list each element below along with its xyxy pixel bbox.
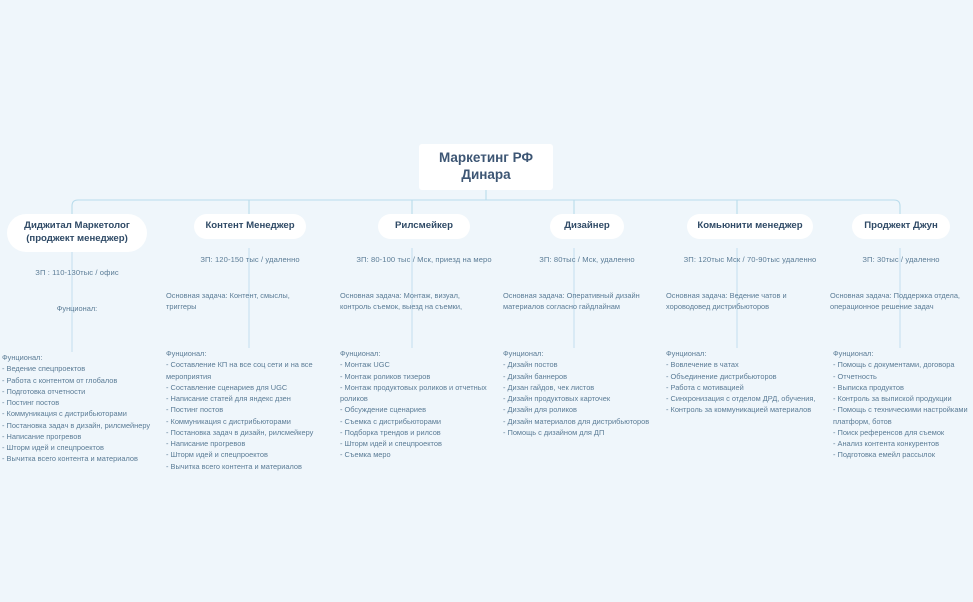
functional-item: - Дизайн постов [503,360,558,370]
functional-list: Фунционал: - Составление КП на все соц с… [166,348,324,472]
node-pill[interactable]: Дизайнер [550,214,624,239]
functional-heading: Фунционал: [2,353,43,362]
functional-item: - Шторм идей и спецпроектов [166,450,268,460]
functional-item: - Анализ контента конкурентов [833,439,940,448]
functional-item: - Подборка трендов и рилсов [340,427,441,437]
functional-heading: Фунционал: [340,349,381,358]
main-task-text: Основная задача: Контент, смыслы, тригге… [166,290,290,312]
column-digital-marketolog: Диджитал Маркетолог (проджект менеджер) … [2,214,152,463]
functional-heading: Фунционал: [166,349,207,358]
functional-item: - Работа с контентом от глобалов [2,375,118,385]
functional-item: - Дизайн для роликов [503,405,577,415]
functional-heading: Фунционал: [666,349,707,358]
salary-text: ЗП: 80-100 тыс / Мск, приезд на меро [356,254,492,264]
functional-item: - Выписка продуктов [833,382,904,392]
functional-item: - Шторм идей и спецпроектов [340,439,442,448]
main-task-text: Фунционал: [56,303,98,313]
functional-item: - Постановка задач в дизайн, рилсмейкеру [166,427,314,437]
functional-item: - Ведение спецпроектов [2,364,86,374]
functional-item: - Коммуникация с дистрибьюторами [166,416,291,426]
functional-item: - Монтаж роликов тизеров [340,371,431,381]
node-pill[interactable]: Диджитал Маркетолог (проджект менеджер) [7,214,147,252]
column-designer: Дизайнер ЗП: 80тыс / Мск, удаленно Основ… [503,214,671,437]
functional-item: - Съемка с дистрибьюторами [340,416,442,426]
node-pill[interactable]: Рилсмейкер [378,214,470,239]
column-content-manager: Контент Менеджер ЗП: 120-150 тыс / удале… [166,214,334,471]
functional-item: - Обсуждение сценариев [340,405,427,415]
functional-item: - Составление КП на все соц сети и на вс… [166,360,313,381]
functional-item: - Дизайн материалов для дистрибьюторов [503,416,650,426]
functional-item: - Вычитка всего контента и материалов [166,461,302,471]
column-rilsmaker: Рилсмейкер ЗП: 80-100 тыс / Мск, приезд … [340,214,508,459]
pill-title-line1: Комьюнити менеджер [697,220,803,231]
column-community-manager: Комьюнити менеджер ЗП: 120тыс Мск / 70-9… [666,214,834,414]
functional-list: Фунционал: - Вовлечение в чатах - Объеди… [666,348,828,416]
functional-item: - Постинг постов [166,405,224,415]
functional-item: - Написание прогревов [2,431,82,441]
functional-item: - Дизан гайдов, чек листов [503,382,595,392]
main-task-text: Основная задача: Ведение чатов и хоровод… [666,290,787,312]
node-pill[interactable]: Проджект Джун [852,214,950,239]
functional-item: - Монтаж UGC [340,360,390,370]
column-project-jun: Проджект Джун ЗП: 30тыс / удаленно Основ… [830,214,972,459]
functional-list: Фунционал: - Дизайн постов - Дизайн банн… [503,348,653,438]
functional-list: Фунционал: - Монтаж UGC - Монтаж роликов… [340,348,498,461]
functional-item: - Написание прогревов [166,439,246,448]
functional-item: - Поиск референсов для съемок [833,427,945,437]
functional-item: - Помощь с техническими настройками плат… [833,405,968,426]
pill-title-line1: Дизайнер [564,220,610,231]
pill-title-line1: Контент Менеджер [205,220,295,231]
functional-item: - Объединение дистрибьюторов [666,371,777,381]
functional-item: - Работа с мотивацией [666,382,744,392]
functional-item: - Дизайн баннеров [503,371,568,381]
functional-item: - Вовлечение в чатах [666,360,739,370]
root-node[interactable]: Маркетинг РФ Динара [419,144,553,190]
node-pill[interactable]: Контент Менеджер [194,214,306,239]
functional-item: - Контроль за коммуникацией материалов [666,405,812,415]
salary-text: ЗП: 80тыс / Мск, удаленно [539,254,635,264]
node-pill[interactable]: Комьюнити менеджер [687,214,813,239]
functional-heading: Фунционал: [503,349,544,358]
main-task-text: Основная задача: Монтаж, визуал, контрол… [340,290,463,312]
functional-item: - Вычитка всего контента и материалов [2,454,138,464]
salary-text: ЗП: 120-150 тыс / удаленно [200,254,300,264]
functional-item: - Написание статей для яндекс дзен [166,394,291,403]
main-task-text: Основная задача: Оперативный дизайн мате… [503,290,640,312]
functional-item: - Шторм идей и спецпроектов [2,443,104,452]
functional-item: - Коммуникация с дистрибьюторами [2,409,127,419]
functional-item: - Постановка задач в дизайн, рилсмейнеру [2,420,151,430]
functional-item: - Синхронизация с отделом ДРД, обучения, [666,394,816,403]
functional-item: - Помощь с дизайном для ДП [503,427,605,437]
salary-text: ЗП : 110-130тыс / офис [35,267,119,277]
functional-heading: Фунционал: [833,349,874,358]
functional-list: Фунционал: - Ведение спецпроектов - Рабо… [2,352,154,465]
pill-title-line1: Диджитал Маркетолог [24,220,130,231]
root-title-line2: Динара [461,167,511,182]
main-task-text: Основная задача: Поддержка отдела, опера… [830,290,960,312]
functional-item: - Постинг постов [2,398,60,407]
functional-item: - Контроль за выпиской продукции [833,394,952,403]
salary-text: ЗП: 30тыс / удаленно [862,254,940,264]
functional-item: - Съемка меро [340,450,391,460]
functional-item: - Монтаж продуктовых роликов и отчетных … [340,382,487,403]
pill-title-line2: (проджект менеджер) [26,232,128,244]
pill-title-line1: Рилсмейкер [395,220,453,231]
pill-title-line1: Проджект Джун [864,220,938,231]
root-title-line1: Маркетинг РФ [438,150,534,166]
functional-item: - Дизайн продуктовых карточек [503,394,611,403]
functional-item: - Подготовка отчетности [2,386,86,396]
salary-text: ЗП: 120тыс Мск / 70-90тыс удаленно [683,254,817,264]
functional-list: Фунционал: - Помощь с документами, догов… [830,348,970,461]
functional-item: - Составление сценариев для UGC [166,382,288,392]
functional-item: - Отчетность [833,371,877,381]
functional-item: - Помощь с документами, договора [833,360,955,370]
functional-item: - Подготовка емейл рассылок [833,450,935,460]
